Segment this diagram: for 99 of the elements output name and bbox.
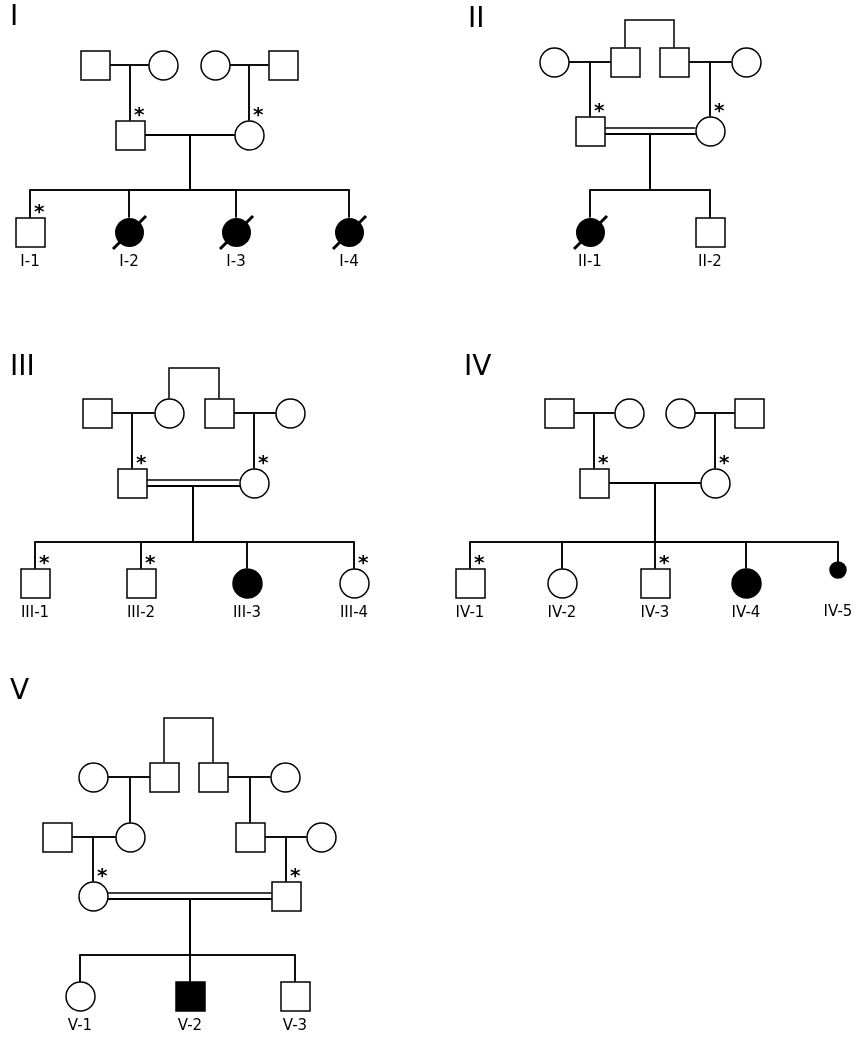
asterisk-mark: * bbox=[594, 99, 605, 120]
asterisk-mark: * bbox=[253, 103, 264, 124]
male-symbol bbox=[234, 821, 266, 853]
asterisk-mark: * bbox=[474, 551, 485, 572]
individual-label: III-1 bbox=[20, 604, 50, 620]
asterisk-mark: * bbox=[358, 551, 369, 572]
asterisk-mark: * bbox=[134, 103, 145, 124]
individual-label: III-4 bbox=[339, 604, 369, 620]
individual-label: IV-2 bbox=[547, 604, 577, 620]
female-symbol bbox=[269, 761, 301, 793]
female-symbol bbox=[114, 821, 146, 853]
female-symbol bbox=[730, 46, 762, 78]
descent-line bbox=[649, 133, 711, 219]
deceased-affected-female-symbol bbox=[571, 213, 609, 251]
panel-label: V bbox=[10, 676, 30, 704]
individual-label: IV-4 bbox=[731, 604, 761, 620]
female-symbol bbox=[238, 467, 270, 499]
male-symbol bbox=[197, 761, 229, 793]
deceased-affected-female-symbol bbox=[330, 213, 368, 251]
sibship-line bbox=[168, 367, 220, 400]
asterisk-mark: * bbox=[145, 551, 156, 572]
descent-line bbox=[189, 898, 296, 983]
male-symbol bbox=[578, 467, 610, 499]
female-symbol bbox=[274, 397, 306, 429]
male-symbol bbox=[454, 567, 486, 599]
individual-label: II-2 bbox=[698, 253, 722, 269]
male-symbol bbox=[658, 46, 690, 78]
individual-label: IV-1 bbox=[455, 604, 485, 620]
individual-label: V-2 bbox=[177, 1017, 203, 1033]
asterisk-mark: * bbox=[97, 864, 108, 885]
panel-label: IV bbox=[464, 352, 492, 380]
male-symbol bbox=[279, 980, 311, 1012]
affected-female-symbol bbox=[231, 567, 263, 599]
male-symbol bbox=[543, 397, 575, 429]
female-symbol bbox=[538, 46, 570, 78]
female-symbol bbox=[694, 115, 726, 147]
female-symbol bbox=[699, 467, 731, 499]
individual-label: IV-5 bbox=[823, 604, 853, 619]
male-symbol bbox=[574, 115, 606, 147]
female-symbol bbox=[664, 397, 696, 429]
female-symbol bbox=[199, 49, 231, 81]
male-symbol bbox=[114, 119, 146, 151]
asterisk-mark: * bbox=[598, 451, 609, 472]
male-symbol bbox=[125, 567, 157, 599]
deceased-affected-female-symbol bbox=[110, 213, 148, 251]
female-symbol bbox=[546, 567, 578, 599]
individual-label: V-1 bbox=[67, 1017, 93, 1033]
descent-line bbox=[654, 482, 839, 563]
sibship-line bbox=[163, 717, 214, 764]
male-symbol bbox=[79, 49, 111, 81]
male-symbol bbox=[270, 880, 302, 912]
individual-label: I-4 bbox=[339, 253, 359, 269]
asterisk-mark: * bbox=[290, 864, 301, 885]
affected-male-symbol bbox=[174, 980, 206, 1012]
female-symbol bbox=[305, 821, 337, 853]
male-symbol bbox=[694, 216, 726, 248]
individual-label: V-3 bbox=[282, 1017, 308, 1033]
individual-label: I-2 bbox=[119, 253, 139, 269]
asterisk-mark: * bbox=[258, 451, 269, 472]
sibship-line bbox=[624, 19, 675, 49]
male-symbol bbox=[609, 46, 641, 78]
asterisk-mark: * bbox=[39, 551, 50, 572]
male-symbol bbox=[148, 761, 180, 793]
descent-line bbox=[192, 485, 355, 570]
male-symbol bbox=[639, 567, 671, 599]
female-symbol bbox=[64, 980, 96, 1012]
individual-label: I-3 bbox=[226, 253, 246, 269]
asterisk-mark: * bbox=[659, 551, 670, 572]
individual-label: II-1 bbox=[578, 253, 602, 269]
asterisk-mark: * bbox=[714, 99, 725, 120]
female-symbol bbox=[233, 119, 265, 151]
male-symbol bbox=[203, 397, 235, 429]
male-symbol bbox=[41, 821, 73, 853]
female-symbol bbox=[613, 397, 645, 429]
individual-label: IV-3 bbox=[640, 604, 670, 620]
male-symbol bbox=[116, 467, 148, 499]
individual-label: I-1 bbox=[20, 253, 40, 269]
panel-label: II bbox=[468, 4, 485, 32]
male-symbol bbox=[81, 397, 113, 429]
panel-label: III bbox=[10, 352, 35, 380]
male-symbol bbox=[733, 397, 765, 429]
female-symbol bbox=[77, 880, 109, 912]
female-symbol bbox=[338, 567, 370, 599]
asterisk-mark: * bbox=[136, 451, 147, 472]
deceased-affected-female-symbol bbox=[217, 213, 255, 251]
affected-female-symbol bbox=[730, 567, 762, 599]
asterisk-mark: * bbox=[34, 200, 45, 221]
panel-label: I bbox=[10, 2, 19, 30]
individual-label: III-3 bbox=[232, 604, 262, 620]
male-symbol bbox=[267, 49, 299, 81]
individual-label: III-2 bbox=[126, 604, 156, 620]
asterisk-mark: * bbox=[719, 451, 730, 472]
female-symbol bbox=[77, 761, 109, 793]
male-symbol bbox=[19, 567, 51, 599]
affected-small-circle-symbol bbox=[829, 561, 847, 579]
male-symbol bbox=[14, 216, 46, 248]
female-symbol bbox=[147, 49, 179, 81]
female-symbol bbox=[153, 397, 185, 429]
descent-line bbox=[189, 134, 350, 219]
